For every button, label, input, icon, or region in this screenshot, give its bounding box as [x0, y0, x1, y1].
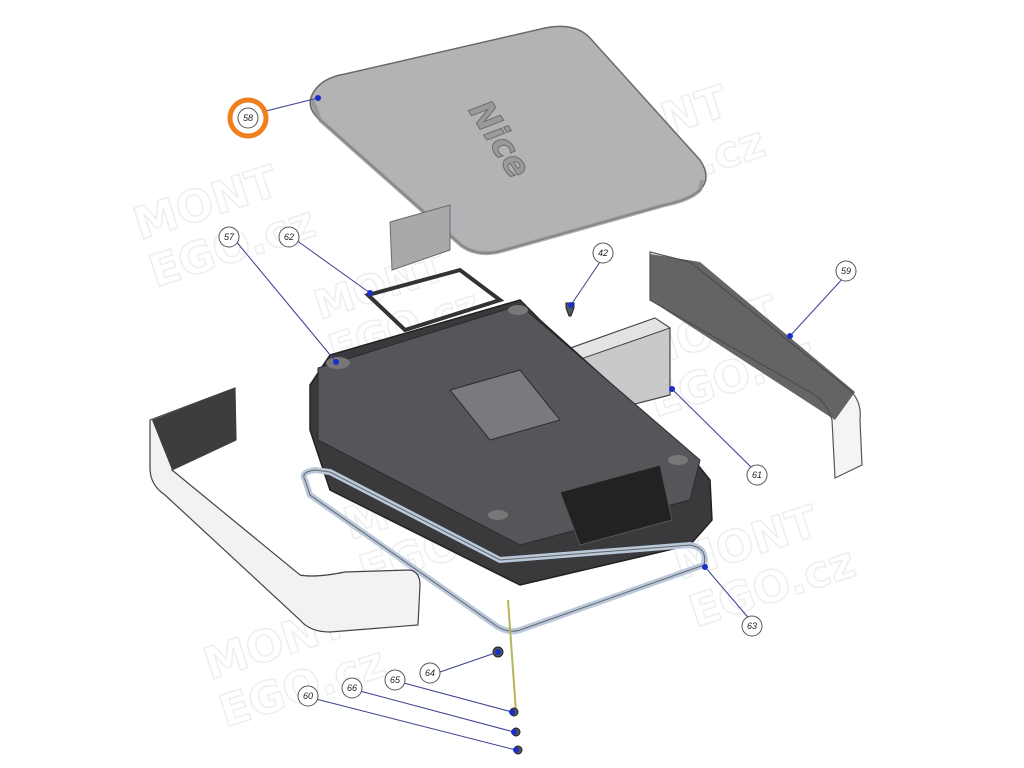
callout-58[interactable]: 58: [227, 97, 269, 139]
callout-66-label: 66: [347, 683, 357, 693]
callout-60[interactable]: 60: [297, 685, 319, 707]
part-60-left-panel: [149, 387, 421, 633]
callout-63-label: 63: [747, 621, 757, 631]
part-59-right-panel: [649, 251, 863, 479]
callout-59[interactable]: 59: [835, 260, 857, 282]
callout-57[interactable]: 57: [218, 226, 240, 248]
part-63-gasket-ring: [300, 466, 708, 635]
callout-57-label: 57: [224, 232, 235, 242]
part-62-frame: [364, 267, 505, 333]
leader-dots: [315, 95, 793, 753]
callout-62-label: 62: [284, 232, 294, 242]
leader-lines: [234, 97, 846, 751]
part-58-top-cover: Nice: [309, 25, 707, 271]
callout-42[interactable]: 42: [592, 242, 614, 264]
callout-60-label: 60: [303, 691, 313, 701]
callout-58-highlight-ring: [227, 97, 269, 139]
callout-63[interactable]: 63: [741, 615, 763, 637]
callout-64[interactable]: 64: [419, 662, 441, 684]
callout-61[interactable]: 61: [746, 464, 768, 486]
callout-65[interactable]: 65: [384, 669, 406, 691]
callout-58-label: 58: [243, 113, 253, 123]
callout-59-label: 59: [841, 266, 851, 276]
small-parts-group: [492, 599, 523, 755]
callout-61-label: 61: [752, 470, 762, 480]
callout-65-label: 65: [390, 675, 401, 685]
callout-42-label: 42: [598, 248, 608, 258]
callout-64-label: 64: [425, 668, 435, 678]
callout-66[interactable]: 66: [341, 677, 363, 699]
callout-62[interactable]: 62: [278, 226, 300, 248]
